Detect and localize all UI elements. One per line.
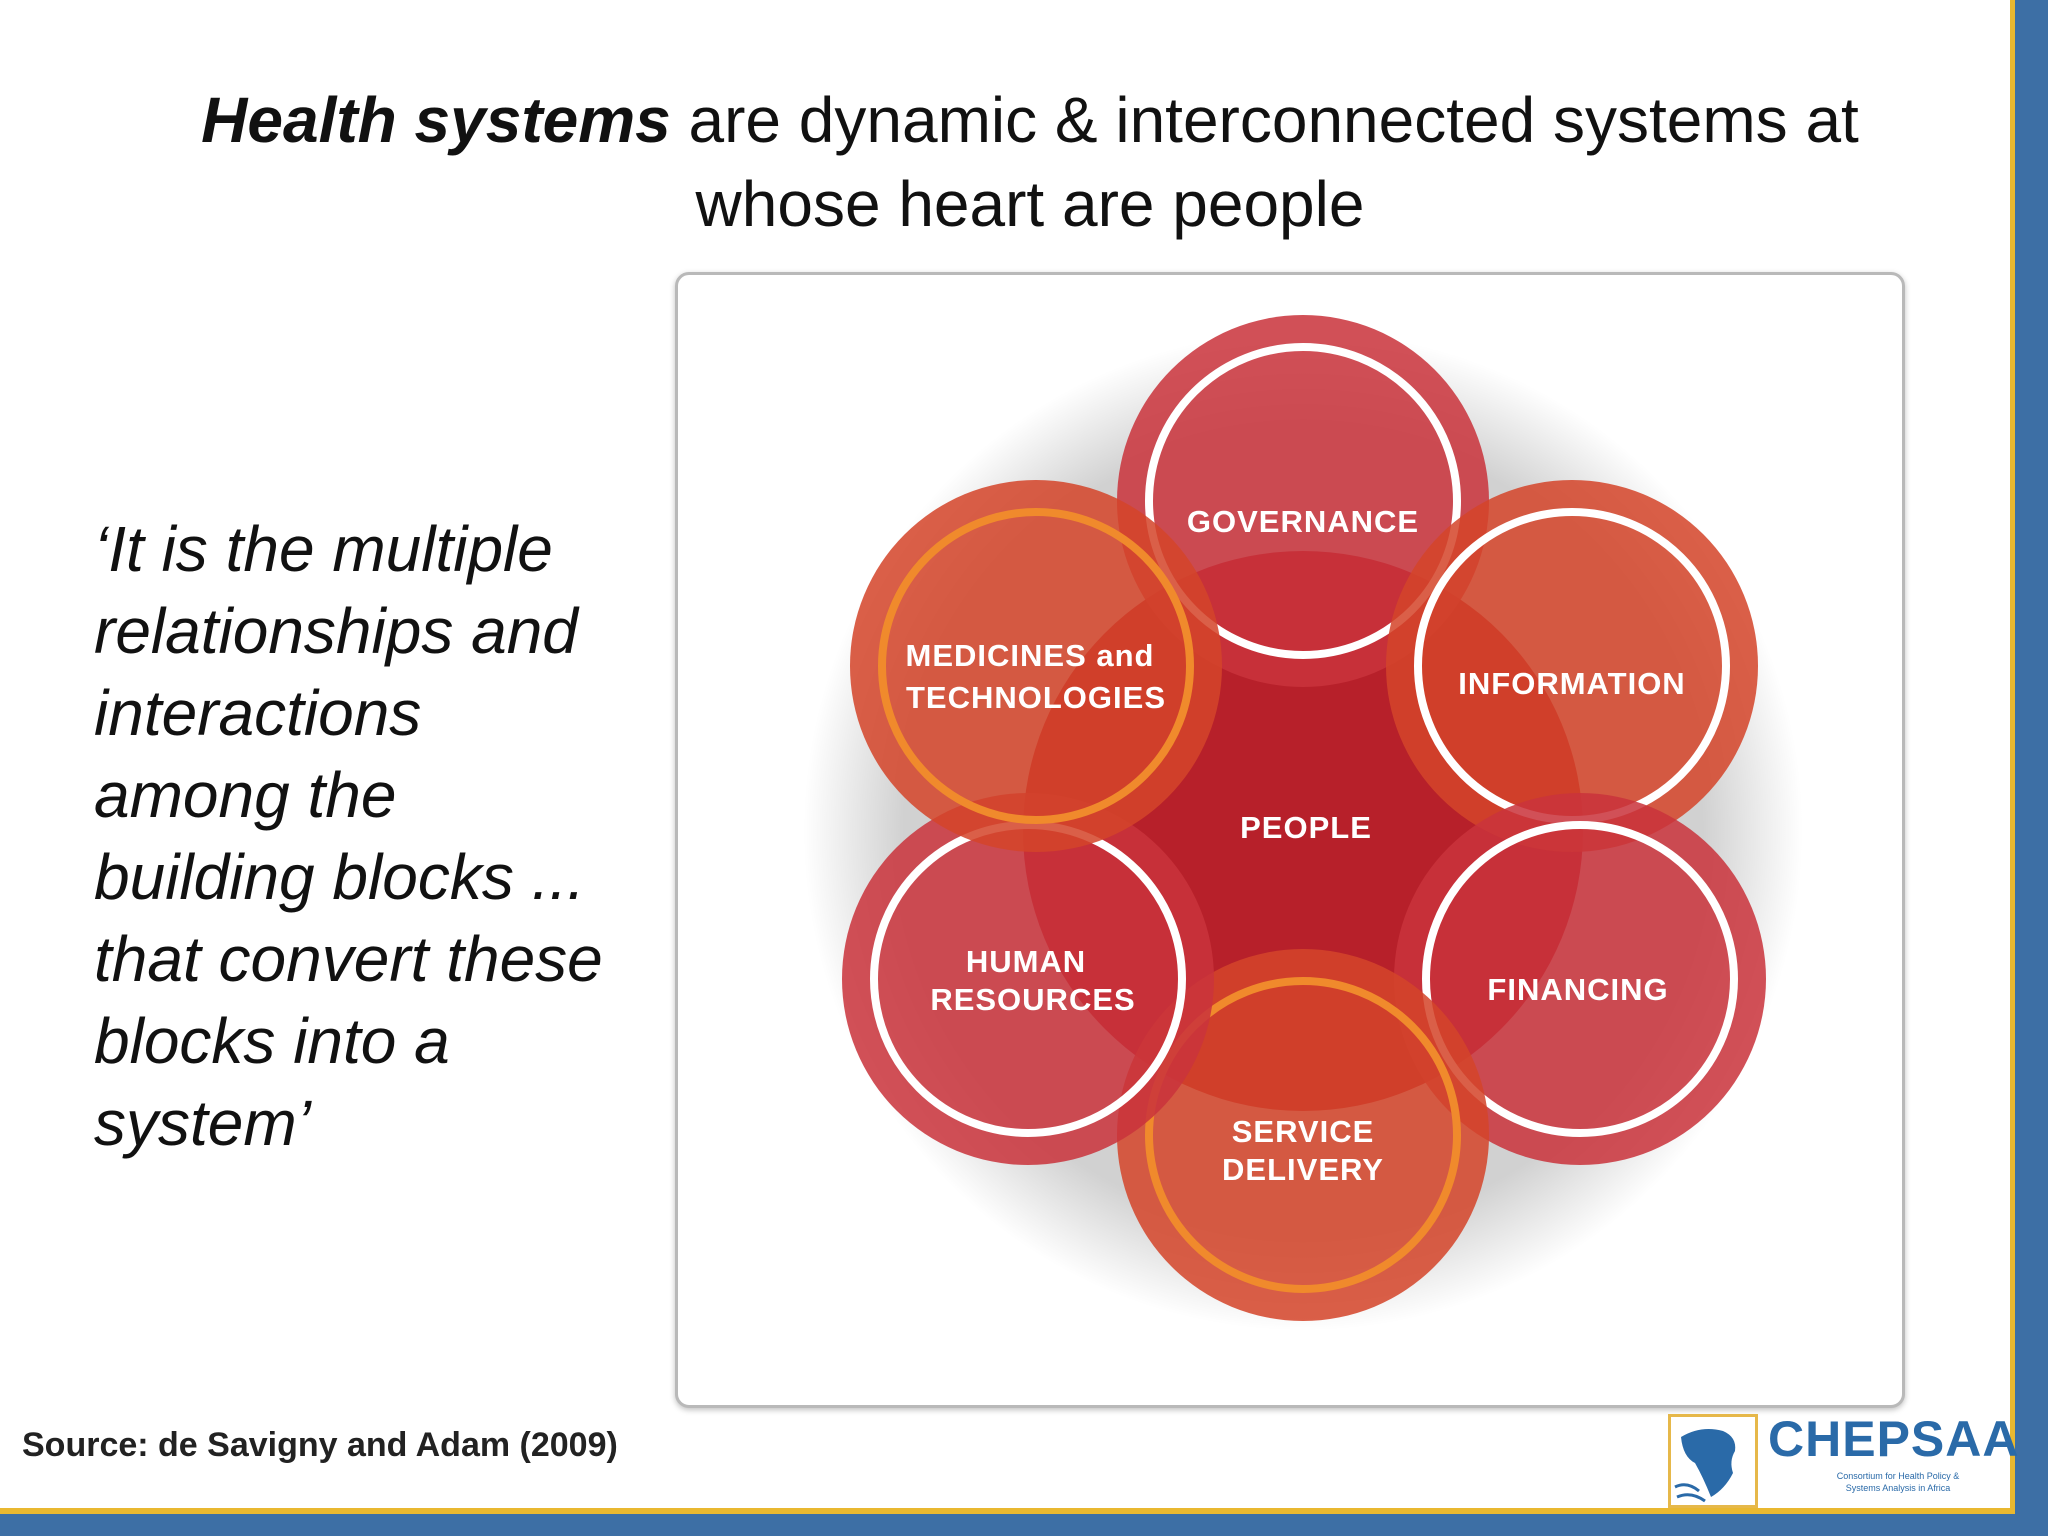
people-label: PEOPLE	[1240, 810, 1372, 845]
medicines-technologies-ring	[878, 508, 1194, 824]
human-resources-disc	[842, 793, 1214, 1165]
financing-label: FINANCING	[1487, 972, 1668, 1007]
source-citation: Source: de Savigny and Adam (2009)	[22, 1426, 618, 1464]
right-border-blue	[2015, 0, 2048, 1536]
title-line-2: whose heart are people	[695, 168, 1365, 240]
africa-map-svg	[1674, 1429, 1736, 1503]
africa-shape	[1681, 1429, 1736, 1497]
right-border-gold	[2010, 0, 2015, 1518]
financing-ring	[1422, 821, 1738, 1137]
medicines-label-line-2: TECHNOLOGIES	[906, 680, 1166, 715]
quote-text: ‘It is the multiple relationships and in…	[94, 508, 654, 1164]
quote-line: building blocks ...	[94, 841, 585, 913]
africa-map-icon	[1668, 1414, 1758, 1508]
logo-name: CHEPSAA	[1768, 1411, 2020, 1467]
logo-subtitle-line: Consortium for Health Policy &	[1836, 1471, 1960, 1481]
human-resources-label-line-1: HUMAN	[966, 944, 1086, 979]
bottom-border-gold	[0, 1508, 2015, 1514]
governance-disc	[1117, 315, 1489, 687]
block-medicines-technologies	[850, 480, 1222, 852]
title-rest: are dynamic & interconnected systems at	[670, 84, 1859, 156]
governance-ring	[1145, 343, 1461, 659]
building-blocks-diagram: GOVERNANCE INFORMATION FINANCING SERVICE…	[675, 272, 1905, 1408]
quote-line: ‘It is the multiple	[94, 513, 553, 585]
quote-line: relationships and	[94, 595, 578, 667]
medicines-technologies-disc	[850, 480, 1222, 852]
human-resources-label-line-2: RESOURCES	[930, 982, 1135, 1017]
quote-line: blocks into a	[94, 1005, 450, 1077]
chepsaa-logo: CHEPSAA Consortium for Health Policy & S…	[1668, 1408, 2018, 1508]
title-line-1: Health systems are dynamic & interconnec…	[90, 78, 1970, 162]
service-delivery-label-line-2: DELIVERY	[1222, 1152, 1384, 1187]
title-emphasis: Health systems	[201, 84, 671, 156]
service-delivery-ring	[1145, 977, 1461, 1293]
block-service-delivery	[1117, 949, 1489, 1321]
information-disc	[1386, 480, 1758, 852]
block-financing	[1394, 793, 1766, 1165]
quote-line: that convert these	[94, 923, 603, 995]
financing-disc	[1394, 793, 1766, 1165]
service-delivery-disc	[1117, 949, 1489, 1321]
diagram-svg: GOVERNANCE INFORMATION FINANCING SERVICE…	[803, 315, 1803, 1331]
slide-title: Health systems are dynamic & interconnec…	[90, 78, 1970, 246]
block-governance	[1117, 315, 1489, 687]
bottom-border-blue	[0, 1514, 2048, 1536]
logo-subtitle-line: Systems Analysis in Africa	[1845, 1483, 1951, 1493]
quote-line: among the	[94, 759, 397, 831]
service-delivery-label-line-1: SERVICE	[1232, 1114, 1375, 1149]
quote-line: system’	[94, 1087, 311, 1159]
wave-lines	[1674, 1483, 1706, 1503]
governance-label: GOVERNANCE	[1187, 504, 1419, 539]
information-label: INFORMATION	[1458, 666, 1685, 701]
quote-line: interactions	[94, 677, 422, 749]
medicines-label-line-1: MEDICINES and	[906, 638, 1155, 673]
logo-subtitle: Consortium for Health Policy & Systems A…	[1808, 1470, 1988, 1494]
